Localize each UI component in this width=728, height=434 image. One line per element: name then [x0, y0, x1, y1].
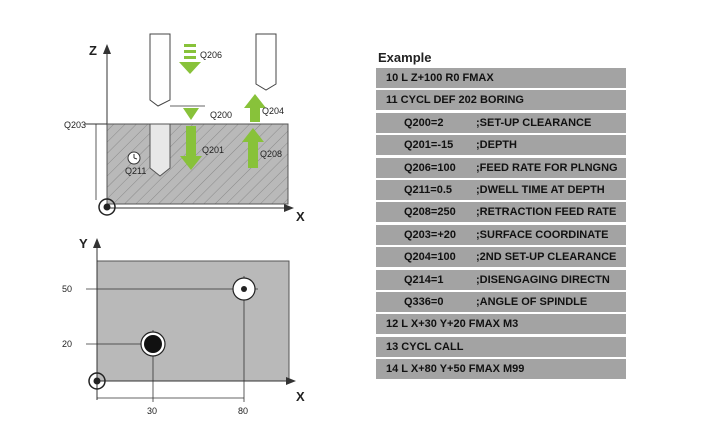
tool-retract — [255, 33, 277, 91]
code-param: Q214=1 — [404, 273, 444, 286]
origin-top-dot — [93, 377, 101, 385]
code-line: Q201=-15 ;DEPTH — [376, 135, 626, 156]
code-param: Q206=100 — [404, 161, 456, 174]
side-view: Z X Q203 Q206 Q200 — [64, 33, 305, 224]
q201-arrow-icon — [180, 126, 202, 170]
code-line: Q214=1 ;DISENGAGING DIRECTN — [376, 269, 626, 290]
origin-marker-top-icon — [88, 372, 106, 390]
y-axis-arrow-icon — [93, 238, 101, 248]
z-axis-arrow-icon — [103, 44, 111, 54]
hole-30-20-fill — [144, 335, 162, 353]
origin-marker-icon — [98, 198, 116, 216]
y50-label: 50 — [62, 284, 72, 294]
q208-arrow-icon — [242, 128, 264, 168]
y20-label: 20 — [62, 339, 72, 349]
code-comment: ;FEED RATE FOR PLNGNG — [476, 161, 618, 174]
q203-label: Q203 — [64, 120, 86, 130]
code-comment: ;DISENGAGING DIRECTN — [476, 273, 610, 286]
code-line: Q211=0.5 ;DWELL TIME AT DEPTH — [376, 179, 626, 200]
x-axis-top-label: X — [296, 389, 305, 404]
q211-label: Q211 — [125, 166, 146, 176]
code-line: 10 L Z+100 R0 FMAX — [376, 68, 626, 88]
clock-icon — [127, 151, 141, 165]
code-param: Q336=0 — [404, 295, 444, 308]
code-line: 13 CYCL CALL — [376, 336, 626, 357]
q201-label: Q201 — [202, 145, 224, 155]
example-title: Example — [378, 50, 432, 65]
code-comment: ;DWELL TIME AT DEPTH — [476, 183, 605, 196]
code-line: Q336=0 ;ANGLE OF SPINDLE — [376, 291, 626, 312]
tool-start — [149, 33, 171, 107]
q208-label: Q208 — [260, 149, 282, 159]
code-line: Q204=100 ;2ND SET-UP CLEARANCE — [376, 247, 626, 268]
bore-hole — [149, 123, 171, 177]
code-comment: ;SURFACE COORDINATE — [476, 228, 609, 241]
code-comment: ;ANGLE OF SPINDLE — [476, 295, 588, 308]
q206-arrow-icon — [179, 44, 201, 74]
x-axis-top-arrow-icon — [286, 377, 296, 385]
origin-dot — [103, 203, 111, 211]
code-param: Q203=+20 — [404, 228, 456, 241]
code-param: Q211=0.5 — [404, 183, 453, 196]
x-axis-side-arrow-icon — [284, 204, 294, 212]
top-view: Y X 50 20 30 80 — [62, 236, 305, 416]
x-axis-side-label: X — [296, 209, 305, 224]
q200-label: Q200 — [210, 110, 232, 120]
x80-label: 80 — [238, 406, 248, 416]
code-param: Q208=250 — [404, 206, 456, 219]
boring-cycle-diagram: Z X Q203 Q206 Q200 — [62, 33, 305, 416]
q200-arrow-icon — [183, 108, 199, 120]
code-comment: ;DEPTH — [476, 139, 517, 152]
hole-80-50-center — [241, 286, 247, 292]
x30-label: 30 — [147, 406, 157, 416]
code-line: Q208=250 ;RETRACTION FEED RATE — [376, 202, 626, 223]
workpiece-top — [96, 260, 290, 382]
code-line: 14 L X+80 Y+50 FMAX M99 — [376, 359, 626, 380]
q206-label: Q206 — [200, 50, 222, 60]
code-param: Q204=100 — [404, 251, 456, 264]
code-line: Q203=+20 ;SURFACE COORDINATE — [376, 224, 626, 245]
code-comment: ;RETRACTION FEED RATE — [476, 206, 617, 219]
q204-label: Q204 — [262, 106, 284, 116]
z-axis-label: Z — [89, 43, 97, 58]
code-line: 12 L X+30 Y+20 FMAX M3 — [376, 314, 626, 335]
code-comment: ;SET-UP CLEARANCE — [476, 116, 592, 129]
y-axis-label: Y — [79, 236, 88, 251]
code-line: 11 CYCL DEF 202 BORING — [376, 90, 626, 111]
code-line: Q206=100 ;FEED RATE FOR PLNGNG — [376, 157, 626, 178]
code-param: Q200=2 — [404, 116, 444, 129]
q204-arrow-icon — [244, 94, 266, 122]
code-param: Q201=-15 — [404, 139, 454, 152]
code-line: Q200=2 ;SET-UP CLEARANCE — [376, 112, 626, 133]
code-comment: ;2ND SET-UP CLEARANCE — [476, 251, 617, 264]
